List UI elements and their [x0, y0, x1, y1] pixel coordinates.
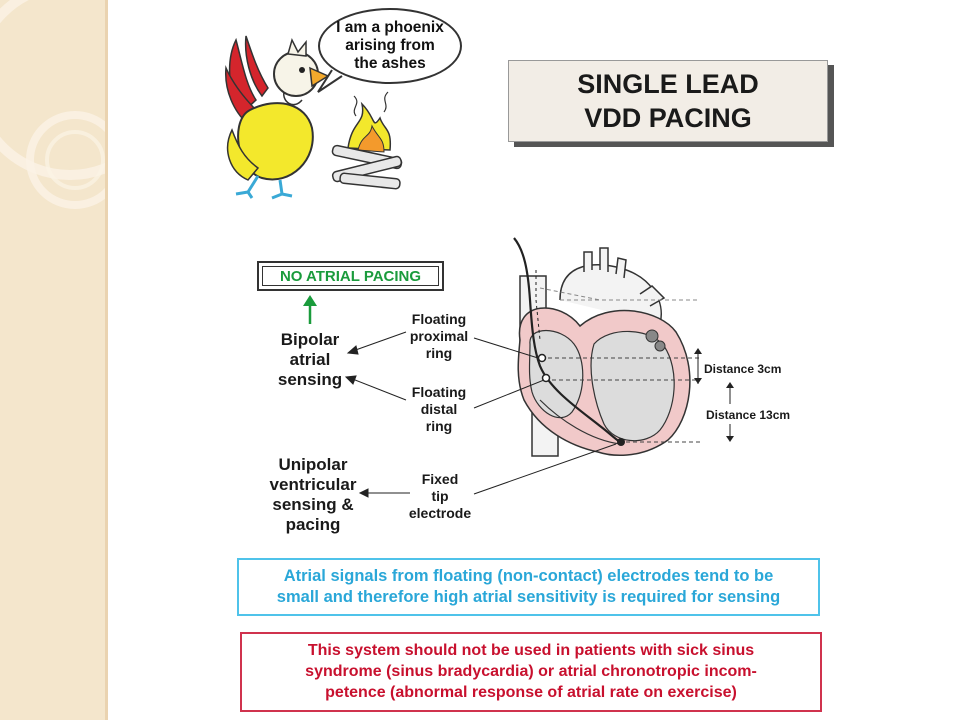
distance-markers	[694, 348, 734, 442]
fixed-tip-electrode-label: Fixed tip electrode	[408, 471, 472, 521]
speech-bubble: I am a phoenix arising from the ashes	[318, 8, 462, 84]
pointer-arrows	[344, 331, 617, 498]
sidebar-rings-decoration	[0, 0, 108, 209]
green-up-arrow	[303, 295, 317, 324]
bipolar-atrial-sensing-label: Bipolar atrial sensing	[277, 330, 343, 389]
sidebar-decoration	[0, 0, 108, 720]
atrial-signals-note: Atrial signals from floating (non-contac…	[237, 558, 820, 616]
speech-line-3: the ashes	[354, 55, 426, 72]
no-atrial-pacing-box: NO ATRIAL PACING	[257, 261, 444, 291]
heart-illustration	[513, 237, 700, 457]
unipolar-ventricular-label: Unipolar ventricular sensing & pacing	[269, 455, 357, 534]
campfire-illustration	[331, 91, 403, 190]
title-line-1: SINGLE LEAD	[577, 69, 759, 99]
distance-3cm-label: Distance 3cm	[704, 362, 782, 376]
sidebar-edge	[105, 0, 108, 720]
distance-13cm-label: Distance 13cm	[706, 408, 791, 422]
speech-bubble-tail	[317, 69, 343, 93]
no-atrial-pacing-label: NO ATRIAL PACING	[279, 267, 422, 285]
floating-distal-ring-label: Floating distal ring	[411, 384, 467, 434]
warning-note: This system should not be used in patien…	[240, 632, 822, 712]
floating-proximal-ring-label: Floating proximal ring	[409, 311, 469, 361]
speech-line-1: I am a phoenix	[336, 19, 444, 36]
title-line-2: VDD PACING	[584, 103, 752, 133]
slide-title: SINGLE LEAD VDD PACING	[508, 60, 828, 142]
speech-line-2: arising from	[345, 37, 435, 54]
phoenix-illustration	[225, 35, 330, 200]
